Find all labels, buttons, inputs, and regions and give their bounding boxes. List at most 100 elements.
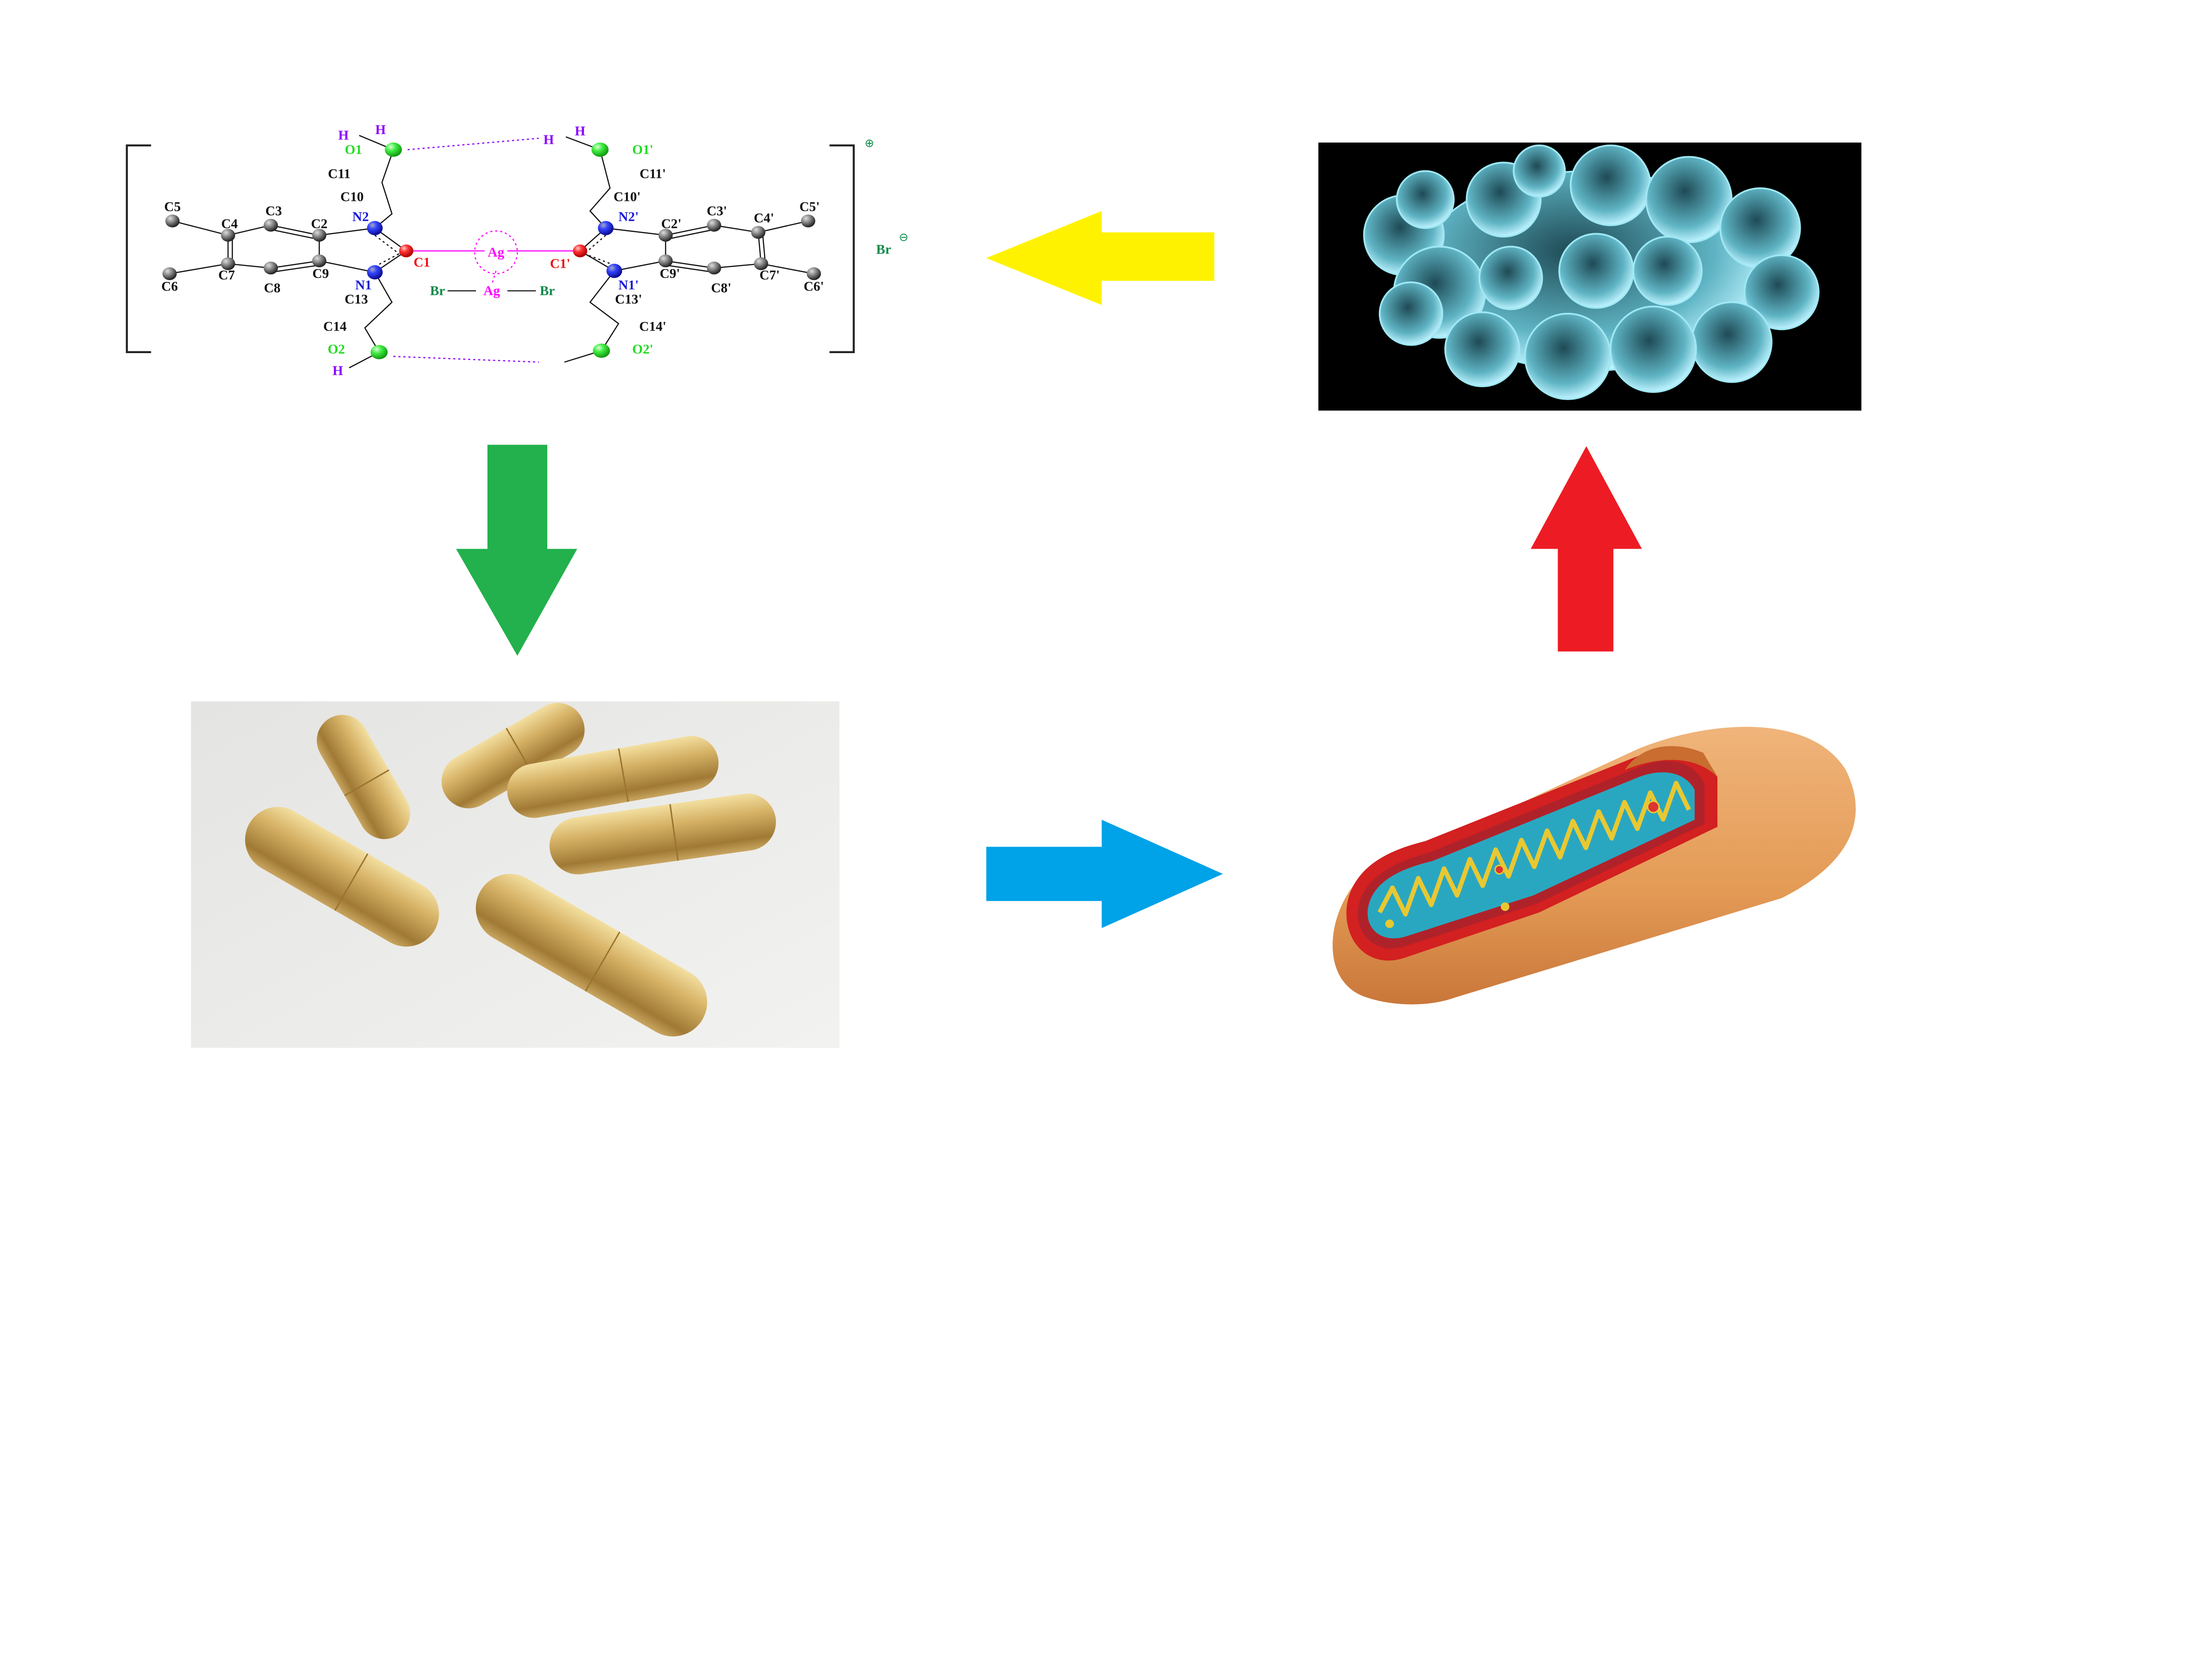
double-bond — [270, 229, 319, 240]
atom-sphere — [165, 214, 180, 227]
anion-br-left: Br — [430, 283, 445, 298]
atom-label-c7: C7 — [219, 267, 235, 282]
atom-label-c14: C14 — [323, 319, 347, 334]
central-silver-label: Ag — [488, 245, 504, 260]
cell-bleb — [1632, 235, 1703, 306]
atom-label-o2-prime: O2' — [632, 342, 653, 357]
atom-sphere — [606, 264, 622, 278]
atom-label-c3: C3 — [265, 203, 282, 218]
atom-sphere — [162, 267, 177, 281]
double-bond — [665, 229, 714, 240]
bond — [172, 220, 228, 236]
atom-label-o2: O2 — [328, 342, 345, 357]
atom-label-h: H — [543, 132, 554, 147]
cell-bleb — [1379, 281, 1444, 346]
dashed-interaction — [374, 235, 399, 267]
atom-sphere — [754, 257, 768, 270]
gold-capsule — [245, 807, 439, 947]
atom-label-o1-prime: O1' — [632, 142, 653, 157]
atom-label-c2-prime: C2' — [661, 216, 681, 231]
atom-label-n1: N1 — [355, 277, 372, 292]
cell-bleb — [1743, 254, 1820, 331]
atom-sphere — [573, 244, 588, 258]
atom-label-c2: C2 — [311, 216, 327, 231]
atom-label-c9: C9 — [312, 266, 329, 281]
atom-sphere — [221, 257, 235, 270]
left-bracket — [126, 144, 151, 354]
atom-label-c11: C11 — [328, 166, 350, 181]
atom-label-c14-prime: C14' — [639, 319, 666, 334]
atom-sphere — [264, 262, 278, 275]
atom-label-n2-prime: N2' — [618, 209, 639, 224]
cell-bleb — [1609, 305, 1697, 393]
yellow-left-arrow — [986, 211, 1214, 305]
atom-sphere — [367, 265, 383, 280]
atom-label-c5: C5 — [164, 199, 180, 214]
mitochondrion-image — [1333, 727, 1856, 1004]
cell-bleb — [1479, 246, 1543, 311]
atom-sphere — [312, 229, 326, 242]
atom-label-h: H — [333, 363, 343, 378]
gold-capsule — [549, 793, 776, 874]
atom-label-o1: O1 — [345, 142, 362, 157]
atom-label-c10-prime: C10' — [614, 189, 641, 204]
atom-sphere — [751, 226, 766, 239]
bond — [169, 263, 228, 274]
atom-label-c6: C6 — [161, 279, 178, 294]
cell-bleb — [1513, 144, 1566, 198]
atom-sphere — [384, 142, 402, 157]
green-down-arrow — [456, 445, 577, 656]
bond — [319, 227, 375, 236]
atom-label-c8: C8 — [264, 280, 280, 295]
bond — [270, 224, 319, 236]
bond — [228, 263, 271, 269]
atom-sphere — [221, 229, 235, 242]
counter-ion-br: Br — [876, 242, 891, 257]
atom-label-c13: C13 — [345, 292, 368, 307]
atom-label-c1: C1 — [414, 254, 430, 269]
atom-sphere — [312, 254, 326, 268]
red-up-arrow — [1531, 446, 1642, 652]
atom-sphere — [367, 221, 383, 235]
blue-right-arrow — [986, 820, 1223, 928]
anion-ag: Ag — [484, 283, 500, 298]
atom-label-h: H — [338, 128, 349, 143]
cell-bleb — [1645, 156, 1733, 243]
atom-label-h: H — [375, 122, 386, 137]
atom-label-c7-prime: C7' — [760, 267, 780, 282]
atom-label-c5-prime: C5' — [799, 199, 820, 214]
bond — [714, 224, 759, 233]
cell-bleb — [1396, 170, 1455, 229]
atom-sphere — [801, 214, 815, 227]
bond — [319, 260, 375, 273]
double-bond — [665, 264, 714, 273]
atom-label-c11-prime: C11' — [640, 166, 666, 181]
bond — [761, 263, 814, 274]
gold-capsule — [317, 715, 411, 839]
atom-sphere — [399, 244, 414, 258]
atom-sphere — [806, 267, 821, 281]
atom-label-c1-prime: C1' — [550, 256, 570, 271]
atom-sphere — [598, 221, 614, 235]
cancer-cell-image — [1318, 142, 1862, 411]
atom-sphere — [591, 142, 609, 157]
atom-label-n1-prime: N1' — [618, 277, 639, 292]
gold-capsules-image — [191, 701, 840, 1048]
dashed-interaction — [393, 356, 539, 363]
bond — [665, 224, 714, 236]
atom-sphere — [264, 219, 278, 232]
cell-bleb — [1444, 311, 1521, 387]
atom-sphere — [370, 345, 388, 359]
chain-bond — [374, 149, 394, 229]
bond — [714, 263, 761, 269]
bond — [228, 224, 271, 236]
atom-label-c9-prime: C9' — [660, 266, 680, 281]
atom-label-c4: C4 — [221, 216, 238, 231]
atom-label-c4-prime: C4' — [754, 211, 774, 226]
atom-label-n2: N2 — [352, 209, 369, 224]
chain-bond — [364, 272, 393, 353]
atom-label-c13-prime: C13' — [615, 292, 642, 307]
